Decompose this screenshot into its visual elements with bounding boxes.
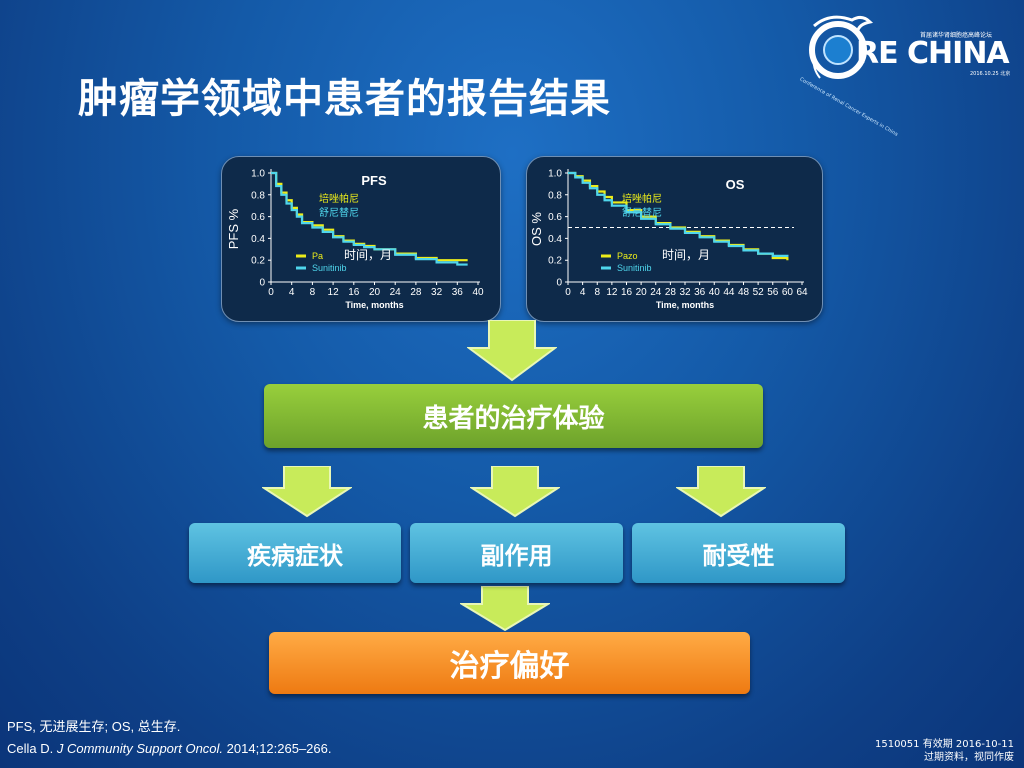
symptoms-box: 疾病症状 (189, 523, 401, 583)
legend-label-pazopanib: Pazo (617, 251, 638, 261)
overlay-time-label: 时间，月 (662, 248, 710, 262)
legend-cn-pazopanib: 培唑帕尼 (622, 192, 662, 205)
x-tick-label: 0 (565, 287, 571, 298)
x-tick-label: 24 (390, 287, 402, 298)
x-tick-label: 0 (268, 287, 274, 298)
overlay-time-label: 时间，月 (344, 248, 392, 262)
x-tick-label: 36 (694, 287, 706, 298)
footnote-citation: Cella D. J Community Support Oncol. 2014… (7, 738, 331, 760)
y-tick-label: 0.2 (251, 256, 265, 267)
y-tick-label: 1.0 (548, 169, 562, 180)
x-tick-label: 20 (369, 287, 381, 298)
side-effects-box: 副作用 (410, 523, 623, 583)
x-tick-label: 4 (580, 287, 586, 298)
logo-subtitle: 首届诸华肾细胞癌高峰论坛 (920, 32, 993, 39)
legend-label-pazopanib: Pa (312, 251, 323, 261)
y-tick-label: 0.4 (251, 234, 265, 245)
y-tick-label: 1.0 (251, 169, 265, 180)
patient-experience-box: 患者的治疗体验 (264, 384, 763, 448)
x-tick-label: 52 (753, 287, 765, 298)
legend-cn-sunitinib: 舒尼替尼 (622, 206, 662, 219)
series-line-sunitinib (568, 171, 789, 257)
y-tick-label: 0.2 (548, 256, 562, 267)
y-tick-label: 0.8 (251, 190, 265, 201)
validity-note: 1510051 有效期 2016-10-11 过期资料，视同作废 (862, 738, 1014, 764)
x-tick-label: 40 (472, 287, 484, 298)
down-arrow-icon (470, 466, 560, 518)
x-axis-label: Time, months (345, 300, 403, 310)
x-tick-label: 64 (796, 287, 808, 298)
x-tick-label: 8 (594, 287, 600, 298)
series-line-sunitinib (271, 171, 468, 266)
x-tick-label: 32 (431, 287, 443, 298)
y-tick-label: 0.6 (548, 212, 562, 223)
down-arrow-icon (262, 466, 352, 518)
footnote: PFS, 无进展生存; OS, 总生存. Cella D. J Communit… (7, 716, 331, 760)
x-tick-label: 60 (782, 287, 794, 298)
legend-label-sunitinib: Sunitinib (312, 263, 347, 273)
x-tick-label: 36 (452, 287, 464, 298)
dragon-logo-icon (809, 15, 874, 79)
x-tick-label: 48 (738, 287, 750, 298)
x-tick-label: 16 (621, 287, 633, 298)
page-title: 肿瘤学领域中患者的报告结果 (78, 76, 611, 122)
y-tick-label: 0.4 (548, 234, 562, 245)
citation-rest: 2014;12:265–266. (223, 741, 332, 756)
x-tick-label: 20 (636, 287, 648, 298)
x-axis-label: Time, months (656, 300, 714, 310)
x-tick-label: 12 (328, 287, 340, 298)
validity-line-2: 过期资料，视同作废 (924, 752, 1014, 763)
legend-cn-sunitinib: 舒尼替尼 (319, 206, 359, 219)
legend-label-sunitinib: Sunitinib (617, 263, 652, 273)
x-tick-label: 28 (410, 287, 422, 298)
y-tick-label: 0.6 (251, 212, 265, 223)
x-tick-label: 40 (709, 287, 721, 298)
down-arrow-icon (467, 320, 557, 382)
y-tick-label: 0 (259, 278, 265, 289)
treatment-preference-box: 治疗偏好 (269, 632, 750, 694)
legend-cn-pazopanib: 培唑帕尼 (319, 192, 359, 205)
x-tick-label: 8 (310, 287, 316, 298)
y-tick-label: 0 (556, 278, 562, 289)
logo-wordmark: RE CHINA (856, 36, 1010, 71)
x-tick-label: 44 (723, 287, 735, 298)
x-tick-label: 12 (606, 287, 618, 298)
chart-title: OS (726, 177, 745, 192)
x-tick-label: 56 (767, 287, 779, 298)
down-arrow-icon (676, 466, 766, 518)
x-tick-label: 32 (679, 287, 691, 298)
logo-date: 2016.10.25 北京 (970, 71, 1011, 77)
pfs-chart-panel: 0 0.2 0.4 0.6 0.8 1.0 0 4 8 12 16 20 24 28 32 36 40 PFS PF… (221, 156, 501, 322)
x-tick-label: 4 (289, 287, 295, 298)
validity-line-1: 1510051 有效期 2016-10-11 (874, 739, 1014, 750)
down-arrow-icon (460, 586, 550, 632)
citation-author: Cella D. (7, 741, 57, 756)
x-tick-label: 28 (665, 287, 677, 298)
tolerability-box: 耐受性 (632, 523, 845, 583)
x-tick-label: 24 (650, 287, 662, 298)
citation-journal: J Community Support Oncol. (56, 741, 224, 756)
pfs-chart: 0 0.2 0.4 0.6 0.8 1.0 0 4 8 12 16 20 24 28 32 36 40 PFS PF… (226, 169, 484, 311)
y-tick-label: 0.8 (548, 190, 562, 201)
y-axis-label: PFS % (226, 208, 241, 249)
y-axis-label: OS % (529, 212, 544, 246)
x-tick-label: 16 (348, 287, 360, 298)
core-china-logo: RE CHINA 首届诸华肾细胞癌高峰论坛 2016.10.25 北京 Conf… (799, 8, 1020, 138)
chart-title: PFS (361, 173, 387, 188)
footnote-abbrev: PFS, 无进展生存; OS, 总生存. (7, 719, 181, 734)
